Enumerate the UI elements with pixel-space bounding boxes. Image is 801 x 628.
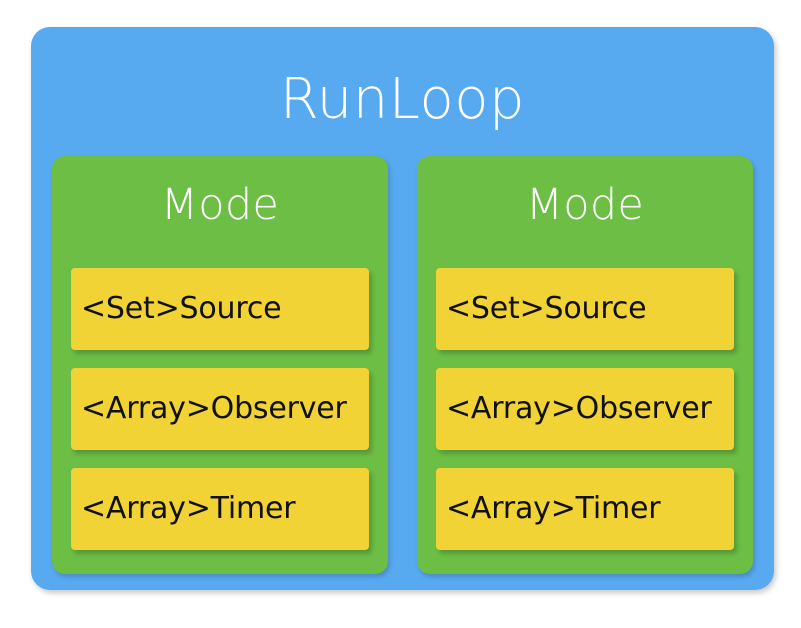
mode-box-right: Mode <Set>Source <Array>Observer <Array>… bbox=[417, 156, 753, 574]
mode-item-observer-left: <Array>Observer bbox=[71, 368, 369, 450]
mode-item-label: <Set>Source bbox=[81, 291, 282, 326]
mode-items-left: <Set>Source <Array>Observer <Array>Timer bbox=[71, 268, 369, 550]
mode-item-observer-right: <Array>Observer bbox=[436, 368, 734, 450]
mode-title-left: Mode bbox=[160, 180, 280, 230]
mode-item-label: <Array>Timer bbox=[81, 491, 296, 526]
mode-item-timer-right: <Array>Timer bbox=[436, 468, 734, 550]
mode-item-source-left: <Set>Source bbox=[71, 268, 369, 350]
modes-row: Mode <Set>Source <Array>Observer <Array>… bbox=[52, 156, 753, 574]
runloop-title: RunLoop bbox=[279, 67, 526, 132]
mode-box-left: Mode <Set>Source <Array>Observer <Array>… bbox=[52, 156, 388, 574]
mode-title-right: Mode bbox=[525, 180, 645, 230]
mode-item-label: <Array>Observer bbox=[81, 391, 347, 426]
mode-item-source-right: <Set>Source bbox=[436, 268, 734, 350]
mode-item-label: <Array>Observer bbox=[446, 391, 712, 426]
mode-items-right: <Set>Source <Array>Observer <Array>Timer bbox=[436, 268, 734, 550]
mode-item-label: <Array>Timer bbox=[446, 491, 661, 526]
mode-item-label: <Set>Source bbox=[446, 291, 647, 326]
runloop-container: RunLoop Mode <Set>Source <Array>Observer… bbox=[31, 27, 774, 590]
mode-item-timer-left: <Array>Timer bbox=[71, 468, 369, 550]
